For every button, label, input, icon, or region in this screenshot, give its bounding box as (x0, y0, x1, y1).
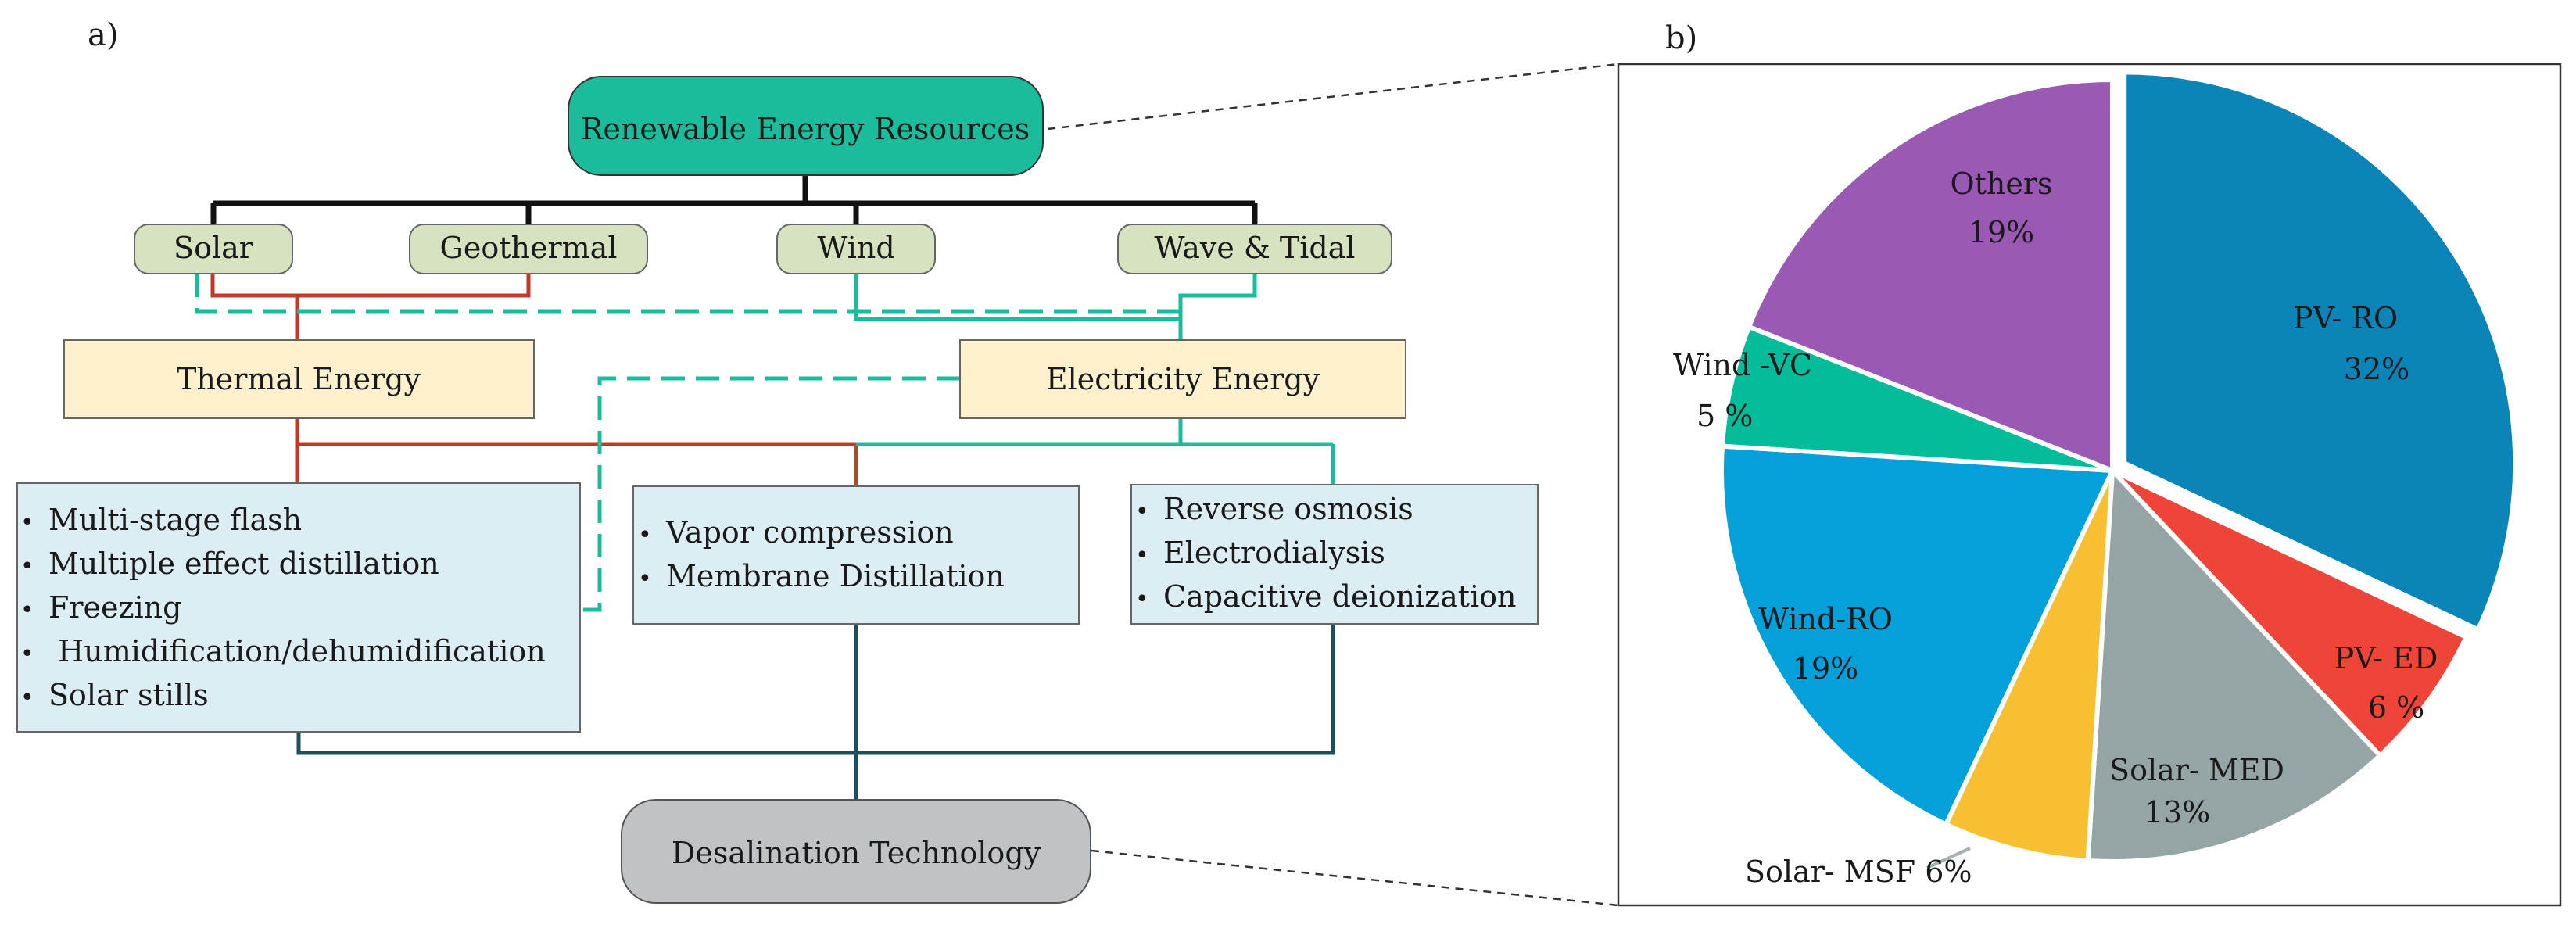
source-geothermal-label: Geothermal (440, 231, 618, 265)
electric-methods-box: • Reverse osmosis • Electrodialysis • Ca… (1130, 484, 1539, 625)
pie-label: PV- ED (2334, 641, 2438, 675)
source-solar-label: Solar (174, 231, 254, 265)
source-geothermal: Geothermal (409, 224, 648, 274)
connector-root-sources (210, 175, 1258, 224)
pie-percent-label: 5 % (1696, 399, 1753, 433)
root-node: Renewable Energy Resources (568, 76, 1044, 176)
list-item: • Freezing (20, 590, 181, 625)
source-solar: Solar (134, 224, 293, 274)
bullet-icon: • (20, 597, 34, 624)
svg-text:Solar stills: Solar stills (48, 678, 209, 712)
bullet-icon: • (1135, 498, 1149, 525)
pie-label: Wind -VC (1673, 348, 1812, 382)
pie-slice-others (1747, 77, 2115, 473)
list-item: • Multiple effect distillation (20, 546, 439, 581)
panel-a-label: a) (88, 17, 118, 53)
svg-text:Membrane Distillation: Membrane Distillation (666, 559, 1005, 593)
pie-labels: PV- RO 32% PV- ED 6 % Solar- MED 13% Solar- MS… (1673, 167, 2438, 889)
svg-text:Capacitive deionization: Capacitive deionization (1163, 579, 1517, 614)
zoom-guide-top (1047, 63, 1619, 131)
pie-percent-label: 19% (1969, 215, 2034, 249)
pie-slices (1719, 70, 2518, 864)
output-label: Desalination Technology (672, 836, 1041, 870)
pie-slice-pv-ro (2122, 70, 2518, 632)
svg-text:Electrodialysis: Electrodialysis (1163, 536, 1385, 570)
svg-text:Multiple effect distillation: Multiple effect distillation (48, 546, 439, 581)
pie-leader-line (1926, 847, 1971, 869)
pie-slice-solar-msf (1944, 468, 2115, 864)
zoom-guide-bottom (1091, 849, 1619, 907)
panel-b-pie-chart: b) PV- RO 32% PV- ED 6 % Solar- MED 13% Solar-… (1617, 20, 2562, 907)
pie-label: Solar- MSF 6% (1745, 855, 1972, 889)
svg-text:Reverse osmosis: Reverse osmosis (1163, 492, 1413, 526)
list-item: • Vapor compression (638, 515, 954, 550)
thermal-methods-box: • Multi-stage flash • Multiple effect di… (16, 482, 581, 733)
pie-slice-wind-ro (1719, 443, 2115, 827)
list-item: • Reverse osmosis (1135, 492, 1413, 526)
pie-label: Others (1950, 167, 2052, 201)
pie-label: Solar- MED (2109, 753, 2284, 787)
thermal-energy-node: Thermal Energy (63, 339, 535, 419)
pie-percent-label: 6 % (2368, 690, 2424, 725)
pie-slice-solar-med (2085, 468, 2383, 864)
bullet-icon: • (1135, 586, 1149, 613)
bullet-icon: • (20, 553, 34, 580)
pie-percent-label: 13% (2144, 795, 2210, 829)
pie-label: PV- RO (2293, 301, 2398, 335)
bullet-icon: • (1135, 542, 1149, 569)
output-node: Desalination Technology (621, 799, 1091, 904)
list-item: • Capacitive deionization (1135, 579, 1517, 614)
list-item: • Multi-stage flash (20, 503, 302, 537)
panel-b-label: b) (1665, 20, 1697, 56)
connector-electric (854, 274, 1335, 485)
source-wave-tidal-label: Wave & Tidal (1155, 231, 1356, 265)
pie-percent-label: 19% (1793, 651, 1858, 686)
root-label: Renewable Energy Resources (581, 112, 1030, 146)
list-item: • Humidification/dehumidification (20, 634, 546, 668)
svg-text:Multi-stage flash: Multi-stage flash (48, 503, 302, 537)
thermal-energy-label: Thermal Energy (177, 362, 421, 396)
list-item: • Electrodialysis (1135, 536, 1385, 570)
pie-percent-label: 32% (2344, 352, 2409, 386)
electricity-energy-node: Electricity Energy (959, 339, 1406, 419)
svg-text:Freezing: Freezing (48, 590, 181, 625)
electricity-energy-label: Electricity Energy (1046, 362, 1320, 396)
bullet-icon: • (20, 684, 34, 711)
connector-electric-dashed (195, 274, 1181, 612)
pie-slice-wind-vc (1719, 324, 2115, 473)
connector-output (296, 624, 1335, 801)
bullet-icon: • (638, 521, 652, 549)
connector-thermal (210, 274, 856, 483)
bullet-icon: • (20, 640, 34, 668)
list-item: • Solar stills (20, 678, 209, 712)
source-wave-tidal: Wave & Tidal (1117, 224, 1392, 274)
list-item: • Membrane Distillation (638, 559, 1005, 593)
svg-text:Humidification/dehumidificatio: Humidification/dehumidification (48, 634, 546, 668)
source-wind-label: Wind (817, 231, 894, 265)
source-wind: Wind (776, 224, 936, 274)
panel-a-flow-diagram: a) (16, 17, 1619, 907)
pie-slice-pv-ed (2110, 468, 2469, 758)
mechanical-methods-box: • Vapor compression • Membrane Distillat… (632, 485, 1080, 625)
pie-label: Wind-RO (1758, 602, 1893, 636)
svg-text:Vapor compression: Vapor compression (665, 515, 954, 550)
bullet-icon: • (20, 509, 34, 536)
bullet-icon: • (638, 565, 652, 593)
